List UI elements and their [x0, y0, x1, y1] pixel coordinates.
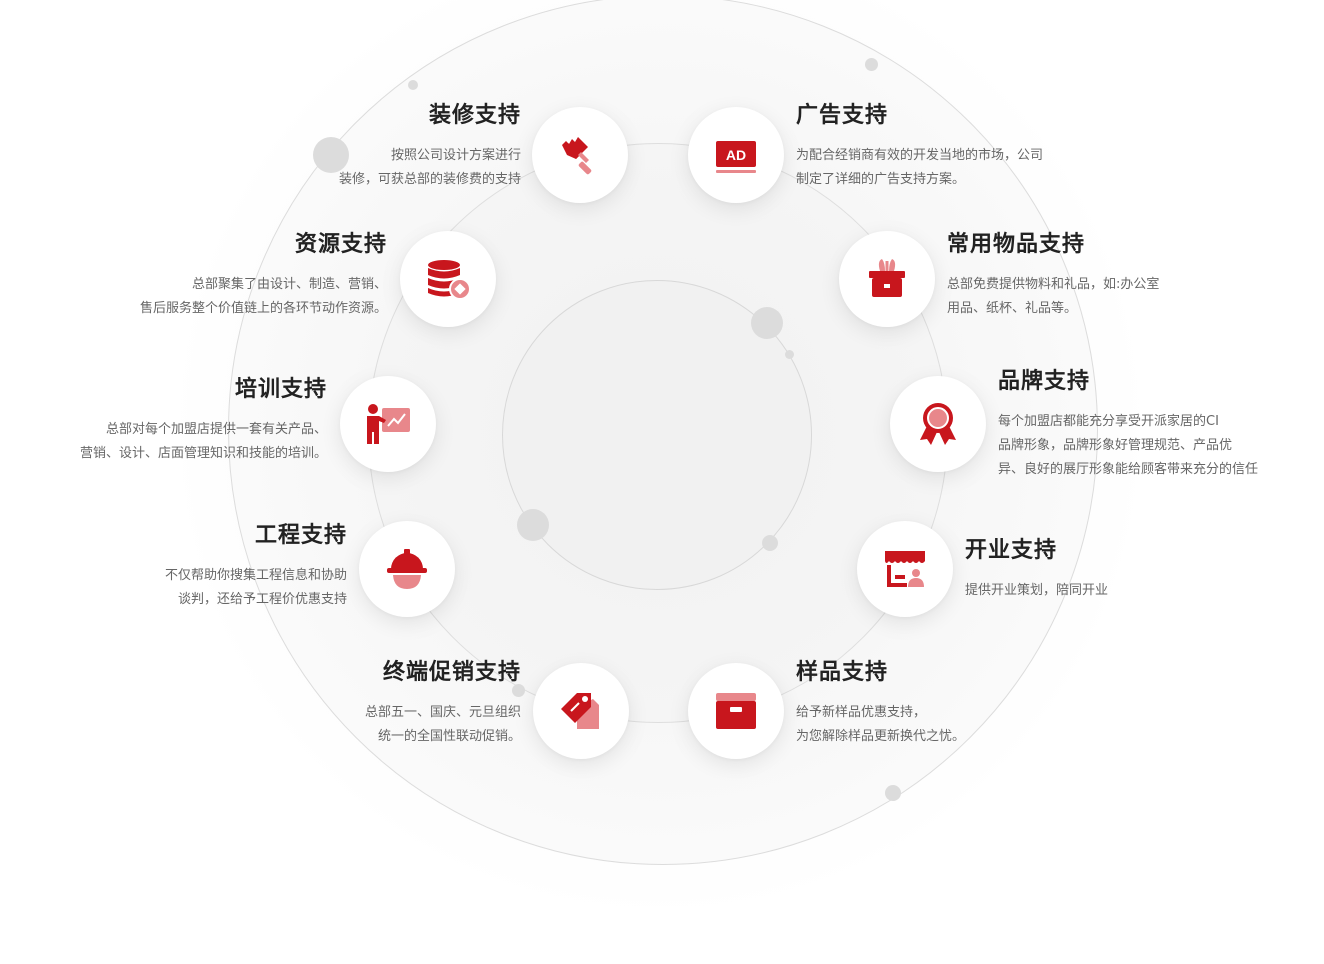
award-badge-icon: [920, 403, 956, 445]
decor-dot: [512, 684, 525, 697]
supplies-title: 常用物品支持: [947, 232, 1086, 257]
promotion-title: 终端促销支持: [382, 660, 521, 685]
advertising-desc-line: 为配合经销商有效的开发当地的市场，公司: [796, 148, 1044, 163]
training-icon-circle: [340, 376, 436, 472]
advertising-label: 广告支持 为配合经销商有效的开发当地的市场，公司 制定了详细的广告支持方案。: [796, 102, 1043, 192]
supplies-desc-line: 总部免费提供物料和礼品，如:办公室: [947, 277, 1160, 292]
gift-box-icon: [869, 259, 905, 297]
ad-icon-text: AD: [726, 147, 746, 163]
opening-label: 开业支持 提供开业策划，陪同开业: [965, 537, 1108, 603]
brand-desc-line: 每个加盟店都能充分享受开派家居的CI: [998, 414, 1219, 429]
database-icon: [428, 260, 471, 300]
promotion-desc-line: 统一的全国性联动促销。: [377, 729, 521, 744]
engineering-title: 工程支持: [254, 523, 347, 548]
renovation-desc-line: 按照公司设计方案进行: [390, 148, 521, 163]
training-desc-line: 总部对每个加盟店提供一套有关产品、: [105, 422, 327, 437]
decor-dot: [751, 307, 783, 339]
engineering-desc-line: 不仅帮助你搜集工程信息和协助: [164, 568, 347, 583]
resource-desc-line: 总部聚集了由设计、制造、营销、: [191, 277, 387, 292]
decor-dot: [408, 80, 418, 90]
decor-dot: [865, 58, 878, 71]
sample-desc-line: 为您解除样品更新换代之忧。: [796, 729, 966, 744]
promotion-label: 终端促销支持 总部五一、国庆、元旦组织 统一的全国性联动促销。: [365, 659, 521, 749]
advertising-icon-circle: AD: [688, 107, 784, 203]
brand-desc-line: 异、良好的展厅形象能给顾客带来充分的信任: [998, 462, 1259, 477]
renovation-desc-line: 装修，可获总部的装修费的支持: [338, 172, 521, 187]
supplies-label: 常用物品支持 总部免费提供物料和礼品，如:办公室 用品、纸杯、礼品等。: [947, 231, 1159, 321]
ad-icon: AD: [716, 141, 756, 173]
advertising-desc-line: 制定了详细的广告支持方案。: [796, 172, 966, 187]
paint-brush-icon: [562, 137, 592, 175]
presentation-icon: [367, 404, 410, 444]
sample-title: 样品支持: [796, 660, 889, 685]
opening-title: 开业支持: [965, 538, 1058, 563]
brand-label: 品牌支持 每个加盟店都能充分享受开派家居的CI 品牌形象，品牌形象好管理规范、产…: [998, 368, 1258, 482]
decor-dot: [785, 350, 794, 359]
opening-icon-circle: [857, 521, 953, 617]
renovation-label: 装修支持 按照公司设计方案进行 装修，可获总部的装修费的支持: [339, 102, 521, 192]
brand-title: 品牌支持: [998, 369, 1091, 394]
supplies-icon-circle: [839, 231, 935, 327]
engineering-icon-circle: [359, 521, 455, 617]
resource-icon-circle: [400, 231, 496, 327]
decor-dot: [313, 137, 349, 173]
promotion-icon-circle: [533, 663, 629, 759]
opening-desc-line: 提供开业策划，陪同开业: [965, 583, 1109, 598]
resource-label: 资源支持 总部聚集了由设计、制造、营销、 售后服务整个价值链上的各环节动作资源。: [140, 231, 387, 321]
sample-label: 样品支持 给予新样品优惠支持， 为您解除样品更新换代之忧。: [796, 659, 965, 749]
resource-desc-line: 售后服务整个价值链上的各环节动作资源。: [139, 301, 387, 316]
decor-dot: [885, 785, 901, 801]
price-tag-icon: [561, 693, 599, 729]
hard-hat-icon: [387, 549, 427, 589]
engineering-desc-line: 谈判，还给予工程价优惠支持: [177, 592, 347, 607]
promotion-desc-line: 总部五一、国庆、元旦组织: [364, 705, 521, 720]
resource-title: 资源支持: [294, 232, 387, 257]
storefront-icon: [885, 551, 925, 587]
sample-icon-circle: [688, 663, 784, 759]
brand-desc-line: 品牌形象，品牌形象好管理规范、产品优: [998, 438, 1233, 453]
decor-dot: [517, 509, 549, 541]
renovation-icon-circle: [532, 107, 628, 203]
advertising-title: 广告支持: [796, 103, 889, 128]
engineering-label: 工程支持 不仅帮助你搜集工程信息和协助 谈判，还给予工程价优惠支持: [165, 522, 347, 612]
training-label: 培训支持 总部对每个加盟店提供一套有关产品、 营销、设计、店面管理知识和技能的培…: [80, 376, 327, 466]
training-desc-line: 营销、设计、店面管理知识和技能的培训。: [79, 446, 327, 461]
sample-desc-line: 给予新样品优惠支持，: [796, 705, 927, 720]
supplies-desc-line: 用品、纸杯、礼品等。: [947, 301, 1078, 316]
renovation-title: 装修支持: [428, 103, 521, 128]
decor-dot: [762, 535, 778, 551]
brand-icon-circle: [890, 376, 986, 472]
training-title: 培训支持: [234, 377, 327, 402]
sample-box-icon: [716, 693, 756, 729]
